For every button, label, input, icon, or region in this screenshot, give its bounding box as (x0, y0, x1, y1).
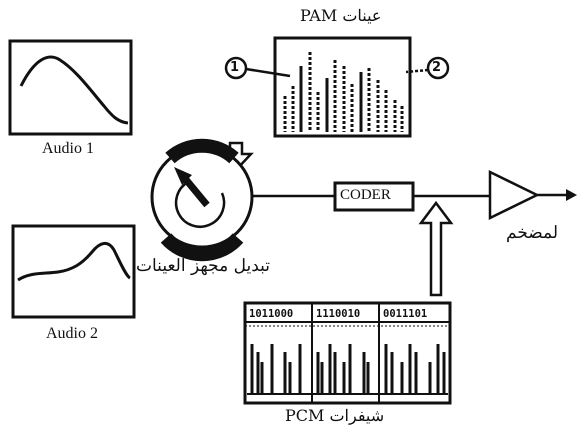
audio2-waveform-box (11, 224, 136, 319)
pcm-codes-box (243, 301, 452, 405)
hollow-up-arrow-icon (418, 200, 454, 297)
pam-sample-bars (283, 52, 404, 132)
pcm-code-3: 0011101 (383, 308, 428, 320)
pcm-codes-title: شيفرات PCM (285, 406, 385, 425)
marker-2-label: 2 (432, 60, 442, 75)
triangle-amplifier-icon (488, 169, 577, 221)
rotary-commutator-icon (150, 138, 254, 262)
audio1-waveform-box (8, 39, 133, 136)
amplifier-label: لمضخم (506, 223, 559, 243)
audio1-signal-curve (19, 55, 129, 125)
pcm-code-2: 1110010 (316, 308, 361, 320)
sampling-switch-label: تبديل مجهز العينات (136, 256, 271, 276)
audio1-label: Audio 1 (42, 140, 94, 157)
pam-samples-title: عينات PAM (300, 6, 382, 25)
marker-2-pointer (405, 68, 429, 74)
marker-1-pointer (245, 67, 291, 78)
audio2-signal-curve (17, 242, 131, 282)
marker-1-label: 1 (230, 60, 240, 75)
marker-2-circle (426, 56, 450, 80)
marker-1-circle (224, 56, 248, 80)
coder-label: CODER (340, 187, 391, 203)
audio2-label: Audio 2 (46, 325, 98, 342)
pcm-code-1: 1011000 (249, 308, 294, 320)
pcm-pulse-bars (250, 344, 446, 394)
pam-samples-box (224, 36, 450, 138)
